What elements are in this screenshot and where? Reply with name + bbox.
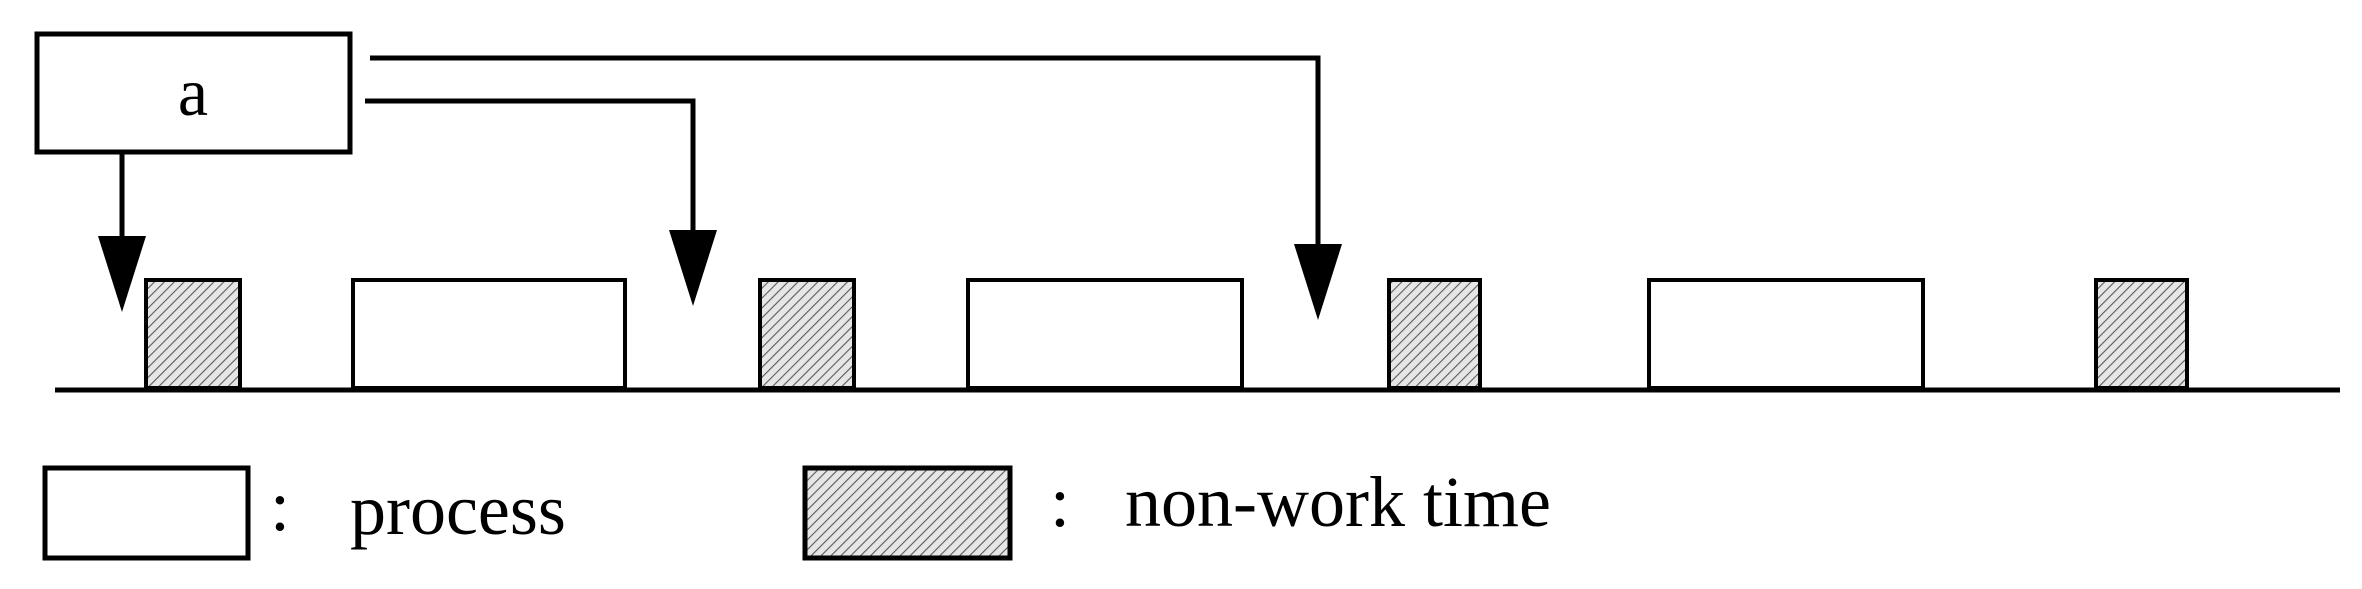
arrow-1 xyxy=(98,152,146,312)
timeline-blocks xyxy=(144,278,2189,390)
legend-nonwork: : non-work time xyxy=(802,462,1551,561)
nonwork-block-4 xyxy=(2094,278,2189,390)
legend-nonwork-separator: : xyxy=(1050,462,1070,542)
nonwork-block-1 xyxy=(144,278,242,390)
process-block-2 xyxy=(966,278,1244,390)
legend-process-swatch xyxy=(42,465,251,561)
source-box: a xyxy=(34,31,353,155)
legend: : process : non-work time xyxy=(42,462,1551,561)
arrow-2 xyxy=(365,98,717,306)
legend-nonwork-label: non-work time xyxy=(1125,462,1551,542)
source-box-label: a xyxy=(178,54,208,130)
legend-nonwork-swatch xyxy=(802,465,1013,561)
legend-process: : process xyxy=(42,465,566,561)
nonwork-block-3 xyxy=(1387,278,1482,390)
arrow-3 xyxy=(370,55,1342,320)
process-block-3 xyxy=(1647,278,1925,390)
legend-process-label: process xyxy=(350,470,566,550)
nonwork-block-2 xyxy=(758,278,856,390)
legend-process-separator: : xyxy=(270,466,290,546)
process-block-1 xyxy=(351,278,627,390)
